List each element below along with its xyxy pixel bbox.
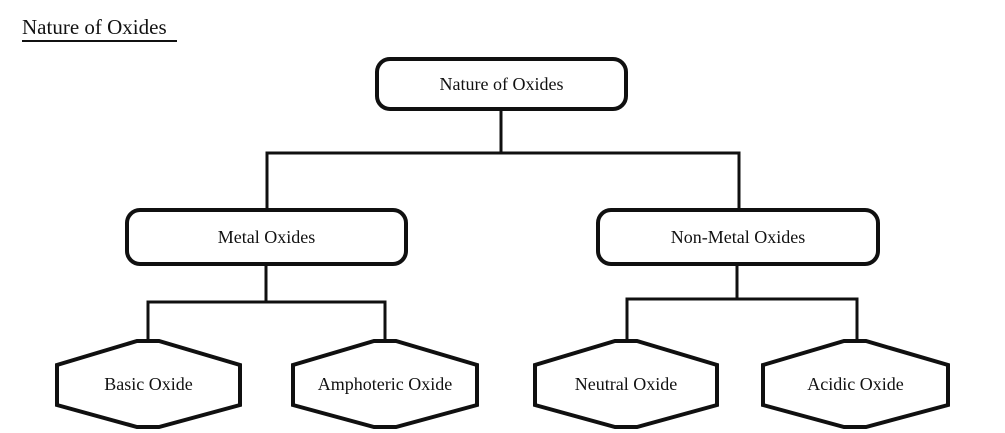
leaf-node-acidic-oxide: Acidic Oxide — [763, 363, 948, 405]
leaf-node-label: Acidic Oxide — [807, 373, 904, 394]
leaf-node-neutral-oxide: Neutral Oxide — [535, 363, 717, 405]
connector-root-to-branches — [265, 110, 741, 208]
branch-node-label: Non-Metal Oxides — [670, 226, 806, 247]
branch-node-metal-oxides: Metal Oxides — [125, 208, 408, 266]
leaf-node-label: Amphoteric Oxide — [317, 373, 453, 394]
hexagon-basic-oxide-shape — [55, 339, 242, 429]
hexagon-acidic-oxide-shape — [761, 339, 950, 429]
hexagon-amphoteric-oxide-shape — [291, 339, 479, 429]
branch-node-non-metal-oxides: Non-Metal Oxides — [596, 208, 880, 266]
branch-node-label: Metal Oxides — [217, 226, 316, 247]
root-node-nature-of-oxides: Nature of Oxides — [375, 57, 628, 111]
leaf-node-basic-oxide: Basic Oxide — [57, 363, 240, 405]
leaf-node-amphoteric-oxide: Amphoteric Oxide — [293, 363, 477, 405]
leaf-node-label: Basic Oxide — [104, 373, 193, 394]
connector-nonmetal-to-leaves — [625, 265, 859, 342]
page-title: Nature of Oxides — [22, 15, 177, 42]
hexagon-neutral-oxide-shape — [533, 339, 719, 429]
root-node-label: Nature of Oxides — [439, 73, 564, 94]
leaf-node-label: Neutral Oxide — [574, 373, 678, 394]
connector-metal-to-leaves — [146, 265, 387, 342]
